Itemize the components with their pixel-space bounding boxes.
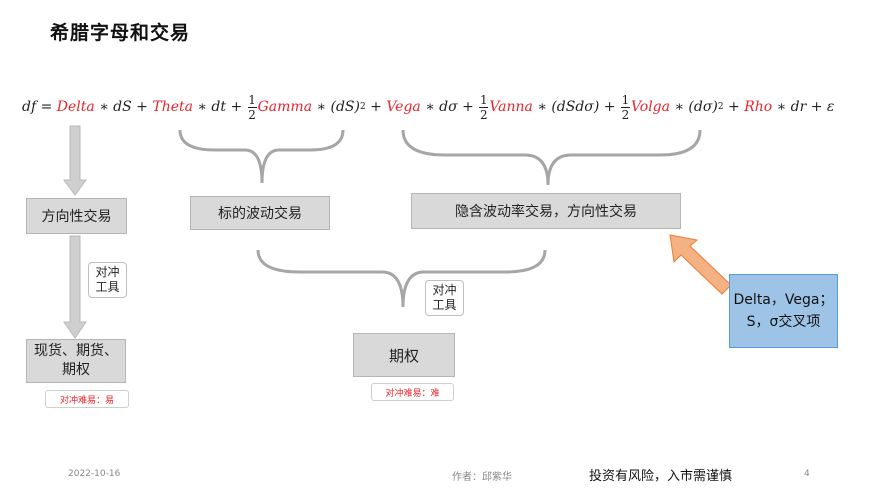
formula-dsig2: ∗ (dσ) — [670, 99, 718, 115]
term-gamma: Gamma — [257, 99, 313, 115]
orange-arrow — [669, 234, 732, 295]
slide-title: 希腊字母和交易 — [50, 22, 191, 44]
spot-futures-options-box: 现货、期货、期权 — [26, 339, 126, 383]
hedge-tool-note-left: 对冲 工具 — [88, 262, 127, 298]
formula-dsdsig: ∗ (dSdσ) + — [532, 99, 620, 115]
footer-date: 2022-10-16 — [68, 469, 121, 479]
term-vega: Vega — [386, 99, 421, 115]
square-2: 2 — [717, 102, 724, 112]
term-theta: Theta — [152, 99, 193, 115]
brace-underlying — [178, 129, 345, 184]
term-rho: Rho — [744, 99, 773, 115]
term-volga: Volga — [630, 99, 670, 115]
formula-plus-2: + — [723, 99, 745, 115]
directional-trading-box: 方向性交易 — [26, 198, 127, 234]
formula-ds2: ∗ (dS) — [312, 99, 360, 115]
square-1: 2 — [359, 102, 366, 112]
hedge-difficulty-easy: 对冲难易：易 — [45, 390, 129, 408]
term-delta: Delta — [56, 99, 95, 115]
brace-options — [256, 249, 547, 308]
footer-page-number: 4 — [804, 469, 810, 479]
cross-term-line2: S，σ交叉项 — [746, 314, 821, 330]
formula-tail: ∗ dr + ε — [772, 99, 835, 115]
hedge-tool-note-center: 对冲 工具 — [425, 280, 464, 316]
underlying-vol-trading-box: 标的波动交易 — [190, 196, 330, 230]
footer-disclaimer: 投资有风险，入市需谨慎 — [589, 469, 733, 484]
cross-term-line1: Delta，Vega； — [733, 292, 834, 308]
footer-author: 作者：邱紫华 — [452, 472, 512, 483]
formula-lhs: df = — [22, 99, 53, 115]
cross-term-box: Delta，Vega； S，σ交叉项 — [729, 274, 838, 348]
down-arrow-delta — [63, 125, 87, 196]
formula-dsig: ∗ dσ + — [420, 99, 479, 115]
formula-ds: ∗ dS + — [94, 99, 153, 115]
formula-plus-1: + — [365, 99, 387, 115]
options-box: 期权 — [353, 333, 455, 377]
hedge-difficulty-hard: 对冲难易：难 — [371, 383, 454, 401]
brace-implied — [401, 129, 702, 186]
formula-dt: ∗ dt + — [192, 99, 247, 115]
implied-vol-trading-box: 隐含波动率交易，方向性交易 — [411, 193, 681, 229]
down-arrow-spot — [63, 235, 87, 339]
term-vanna: Vanna — [489, 99, 533, 115]
